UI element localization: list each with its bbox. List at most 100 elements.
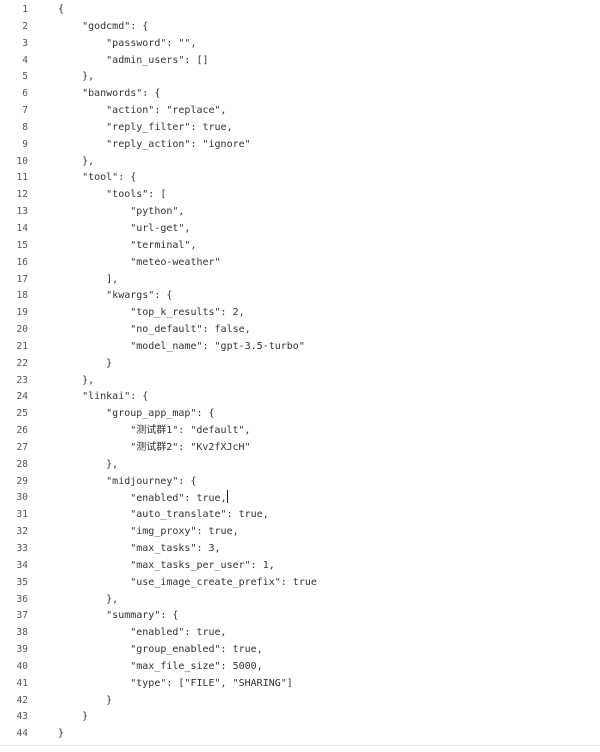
line-text[interactable]: "godcmd": { (58, 19, 148, 36)
line-text[interactable]: }, (58, 457, 118, 474)
line-text[interactable]: }, (58, 154, 94, 171)
code-line[interactable]: 8 "reply_filter": true, (0, 120, 600, 137)
line-text[interactable]: "reply_filter": true, (58, 120, 232, 137)
line-text[interactable]: "url-get", (58, 221, 190, 238)
code-line[interactable]: 21 "model_name": "gpt-3.5-turbo" (0, 339, 600, 356)
code-line[interactable]: 18 "kwargs": { (0, 288, 600, 305)
line-content: } (58, 357, 113, 369)
line-text[interactable]: "action": "replace", (58, 103, 226, 120)
code-line[interactable]: 32 "img_proxy": true, (0, 524, 600, 541)
line-content: { (58, 4, 65, 15)
code-line[interactable]: 4 "admin_users": [] (0, 53, 600, 70)
line-text[interactable]: }, (58, 69, 94, 86)
code-line[interactable]: 17 ], (0, 272, 600, 289)
line-text[interactable]: "kwargs": { (58, 288, 172, 305)
code-line[interactable]: 5 }, (0, 69, 600, 86)
code-line[interactable]: 6 "banwords": { (0, 86, 600, 103)
code-line[interactable]: 44} (0, 726, 600, 743)
code-line[interactable]: 37 "summary": { (0, 608, 600, 625)
line-text[interactable]: "max_file_size": 5000, (58, 659, 262, 676)
line-content: "admin_users": [] (58, 54, 209, 66)
line-text[interactable]: "enabled": true, (58, 490, 228, 508)
code-line[interactable]: 41 "type": ["FILE", "SHARING"] (0, 676, 600, 693)
line-text[interactable]: "linkai": { (58, 389, 148, 406)
code-line[interactable]: 15 "terminal", (0, 238, 600, 255)
line-content: "auto_translate": true, (58, 509, 269, 521)
code-line[interactable]: 29 "midjourney": { (0, 474, 600, 491)
line-number: 15 (16, 239, 28, 251)
line-text[interactable]: }, (58, 592, 118, 609)
line-text[interactable]: "type": ["FILE", "SHARING"] (58, 676, 293, 693)
code-line[interactable]: 13 "python", (0, 204, 600, 221)
line-content: }, (58, 593, 119, 605)
code-line[interactable]: 31 "auto_translate": true, (0, 507, 600, 524)
line-text[interactable]: "img_proxy": true, (58, 524, 238, 541)
code-line[interactable]: 34 "max_tasks_per_user": 1, (0, 558, 600, 575)
code-line[interactable]: 22 } (0, 356, 600, 373)
line-text[interactable]: "enabled": true, (58, 625, 226, 642)
line-text[interactable]: "terminal", (58, 238, 196, 255)
line-text[interactable]: "max_tasks": 3, (58, 541, 220, 558)
code-line[interactable]: 42 } (0, 693, 600, 710)
line-text[interactable]: "admin_users": [] (58, 53, 209, 70)
line-text[interactable]: "group_enabled": true, (58, 642, 262, 659)
line-text[interactable]: "top_k_results": 2, (58, 305, 244, 322)
code-line[interactable]: 1{ (0, 2, 600, 19)
line-text[interactable]: "no_default": false, (58, 322, 250, 339)
code-line[interactable]: 16 "meteo-weather" (0, 255, 600, 272)
line-text[interactable]: "reply_action": "ignore" (58, 137, 251, 154)
line-text[interactable]: }, (58, 373, 94, 390)
code-line[interactable]: 14 "url-get", (0, 221, 600, 238)
code-line[interactable]: 39 "group_enabled": true, (0, 642, 600, 659)
line-content: } (58, 694, 113, 706)
code-line[interactable]: 7 "action": "replace", (0, 103, 600, 120)
code-line[interactable]: 11 "tool": { (0, 170, 600, 187)
code-line[interactable]: 25 "group_app_map": { (0, 406, 600, 423)
code-line[interactable]: 35 "use_image_create_prefix": true (0, 575, 600, 592)
line-number: 32 (16, 526, 28, 538)
line-text[interactable]: "tool": { (58, 170, 136, 187)
line-text[interactable]: "model_name": "gpt-3.5-turbo" (58, 339, 305, 356)
code-line[interactable]: 9 "reply_action": "ignore" (0, 137, 600, 154)
line-text[interactable]: "banwords": { (58, 86, 160, 103)
line-text[interactable]: "auto_translate": true, (58, 507, 269, 524)
line-text[interactable]: "summary": { (58, 608, 178, 625)
line-text[interactable]: "tools": [ (58, 187, 166, 204)
line-text[interactable]: "midjourney": { (58, 474, 196, 491)
code-line[interactable]: 12 "tools": [ (0, 187, 600, 204)
code-line[interactable]: 43 } (0, 709, 600, 726)
line-text[interactable]: "use_image_create_prefix": true (58, 575, 317, 592)
code-line[interactable]: 26 "测试群1": "default", (0, 423, 600, 440)
line-text[interactable]: } (58, 726, 64, 743)
code-line[interactable]: 40 "max_file_size": 5000, (0, 659, 600, 676)
code-line[interactable]: 2 "godcmd": { (0, 19, 600, 36)
line-text[interactable]: ], (58, 272, 118, 289)
code-line[interactable]: 23 }, (0, 373, 600, 390)
code-line[interactable]: 3 "password": "", (0, 36, 600, 53)
code-line[interactable]: 24 "linkai": { (0, 389, 600, 406)
code-line[interactable]: 30 "enabled": true, (0, 490, 600, 507)
line-text[interactable]: { (58, 2, 64, 19)
code-line[interactable]: 28 }, (0, 457, 600, 474)
line-text[interactable]: "python", (58, 204, 184, 221)
code-line[interactable]: 36 }, (0, 592, 600, 609)
line-text[interactable]: "测试群1": "default", (58, 423, 250, 440)
code-line[interactable]: 27 "测试群2": "Kv2fXJcH" (0, 440, 600, 457)
line-text[interactable]: "password": "", (58, 36, 196, 53)
line-text[interactable]: } (58, 693, 112, 710)
code-line[interactable]: 20 "no_default": false, (0, 322, 600, 339)
line-text[interactable]: } (58, 709, 88, 726)
line-content: } (58, 728, 65, 740)
code-line[interactable]: 33 "max_tasks": 3, (0, 541, 600, 558)
line-text[interactable]: "测试群2": "Kv2fXJcH" (58, 440, 250, 457)
line-text[interactable]: } (58, 356, 112, 373)
line-text[interactable]: "group_app_map": { (58, 406, 214, 423)
line-content: "tools": [ (58, 189, 167, 201)
line-text[interactable]: "meteo-weather" (58, 255, 220, 272)
code-line[interactable]: 38 "enabled": true, (0, 625, 600, 642)
code-line[interactable]: 10 }, (0, 154, 600, 171)
code-line[interactable]: 19 "top_k_results": 2, (0, 305, 600, 322)
line-text[interactable]: "max_tasks_per_user": 1, (58, 558, 275, 575)
